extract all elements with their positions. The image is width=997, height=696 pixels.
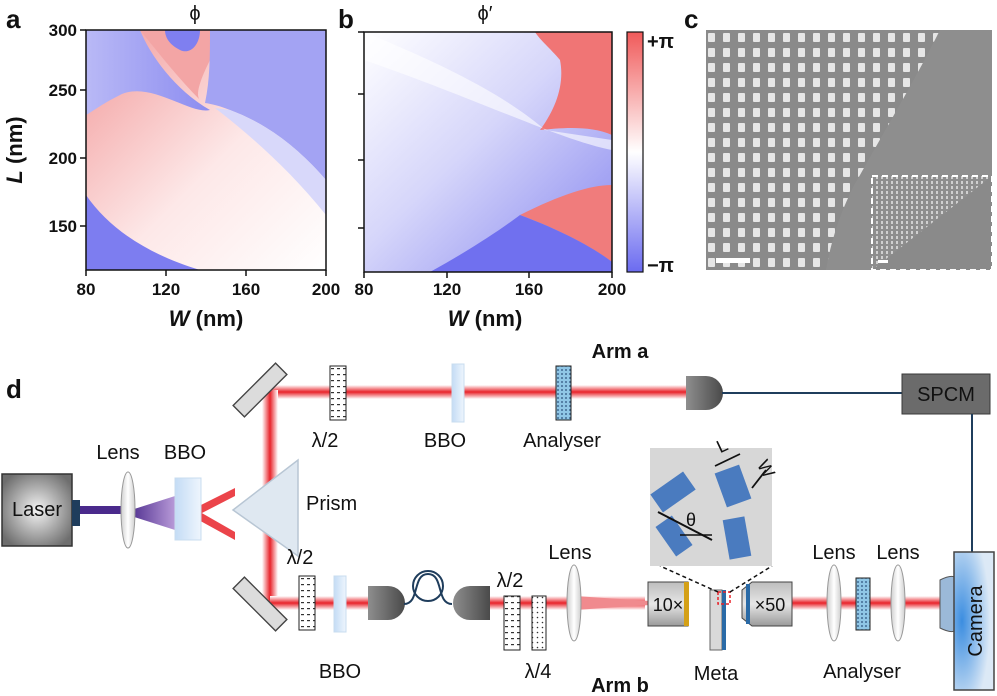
- y-tick-300: 300: [49, 21, 77, 40]
- prism: [231, 458, 299, 558]
- laser: Laser: [1, 473, 80, 547]
- bbo-a: [451, 363, 465, 423]
- panel-d-letter: d: [6, 374, 22, 404]
- spcm: [901, 373, 991, 415]
- bbo-b: [333, 575, 347, 633]
- camera-label: Camera: [965, 585, 987, 657]
- panel-d: d Laser Lens BBO Prism: [1, 341, 995, 696]
- y-ticks-b: [358, 31, 364, 229]
- y-axis-label: L (nm): [2, 116, 27, 183]
- bbo1: [174, 477, 202, 541]
- x-tick-b-200: 200: [598, 280, 626, 299]
- half-wave-plate-b: [298, 575, 316, 631]
- x-tick-a-160: 160: [232, 280, 260, 299]
- detector-a: [686, 376, 723, 410]
- x-axis-label-a: W (nm): [169, 306, 244, 331]
- bbo1-label: BBO: [164, 442, 206, 464]
- bbo-a-label: BBO: [424, 430, 466, 452]
- fiber: [403, 572, 453, 605]
- meta-inset: θ L W: [650, 435, 779, 566]
- y-tick-200: 200: [49, 149, 77, 168]
- lens-b: [566, 564, 582, 642]
- analyser-a-label: Analyser: [523, 430, 601, 452]
- x-tick-b-160: 160: [515, 280, 543, 299]
- panel-a-letter: a: [6, 4, 21, 34]
- prism-label: Prism: [306, 493, 357, 515]
- arm-b-label: Arm b: [591, 675, 649, 696]
- analyser-b-label: Analyser: [823, 661, 901, 683]
- bbo-b-label: BBO: [319, 661, 361, 683]
- panel-c: c: [684, 4, 993, 271]
- colorbar-max-label: +π: [647, 31, 674, 53]
- lens1-label: Lens: [96, 442, 139, 464]
- objective-50x: ×50: [741, 581, 793, 627]
- x-axis-label-b: W (nm): [448, 306, 523, 331]
- x-tick-b-80: 80: [355, 280, 374, 299]
- x-ticks-a: 80 120 160 200: [77, 270, 340, 299]
- meta-label: Meta: [694, 663, 739, 685]
- fiber-coupler-in: [368, 586, 405, 620]
- sem-inset: [871, 175, 993, 271]
- analyser-b: [855, 577, 871, 631]
- quarter-wave-plate: [531, 595, 547, 651]
- panel-b-title: ϕ′: [478, 3, 493, 25]
- half-wave-b2-label: λ/2: [497, 570, 524, 592]
- y-ticks-a: 300 250 200 150: [49, 21, 86, 236]
- quarter-wave-label: λ/4: [525, 661, 552, 683]
- x-tick-a-120: 120: [152, 280, 180, 299]
- camera: Camera: [939, 551, 995, 691]
- metasurface: Meta: [694, 589, 739, 685]
- spcm-label: SPCM: [917, 384, 975, 406]
- half-wave-a-label: λ/2: [312, 430, 339, 452]
- lens1: [120, 471, 136, 549]
- laser-label: Laser: [12, 499, 62, 521]
- objective-50-label: ×50: [755, 595, 786, 615]
- fiber-coupler-out: [453, 586, 490, 620]
- half-wave-b-label: λ/2: [287, 547, 314, 569]
- objective-10x: 10×: [647, 581, 689, 627]
- y-tick-250: 250: [49, 81, 77, 100]
- mirror-bottom: [232, 576, 288, 632]
- lens-r2: [890, 564, 906, 642]
- half-wave-plate-a: [329, 365, 347, 421]
- half-wave-plate-b2: [503, 595, 521, 651]
- lens-r1-label: Lens: [812, 542, 855, 564]
- lens-r2-label: Lens: [876, 542, 919, 564]
- colorbar-min-label: −π: [647, 255, 674, 277]
- panel-b: b ϕ′ 80 120 160 200 W (nm): [338, 3, 674, 331]
- panel-b-letter: b: [338, 4, 354, 34]
- panel-a: a ϕ 80 120 160 200 300 25: [2, 3, 340, 331]
- x-tick-a-80: 80: [77, 280, 96, 299]
- zoom-box: [717, 591, 731, 605]
- x-tick-b-120: 120: [433, 280, 461, 299]
- arm-a-beam: [270, 385, 690, 399]
- phase-map-a: [86, 30, 326, 270]
- analyser-a: [555, 365, 572, 421]
- x-ticks-b: 80 120 160 200: [355, 272, 626, 299]
- pump-beam: [128, 496, 175, 530]
- lens-r1: [826, 564, 842, 642]
- panel-c-letter: c: [684, 4, 698, 34]
- mirror-top: [232, 362, 288, 418]
- lens-b-label: Lens: [548, 542, 591, 564]
- panel-a-title: ϕ: [189, 3, 200, 25]
- x-tick-a-200: 200: [312, 280, 340, 299]
- arm-a-label: Arm a: [592, 341, 650, 363]
- arm-b-beam-1: [270, 596, 375, 610]
- y-tick-150: 150: [49, 217, 77, 236]
- phase-map-b: [364, 32, 612, 272]
- objective-10-label: 10×: [653, 595, 684, 615]
- colorbar: +π −π: [626, 31, 674, 277]
- inset-theta-label: θ: [686, 510, 696, 530]
- scale-bar: [716, 258, 750, 263]
